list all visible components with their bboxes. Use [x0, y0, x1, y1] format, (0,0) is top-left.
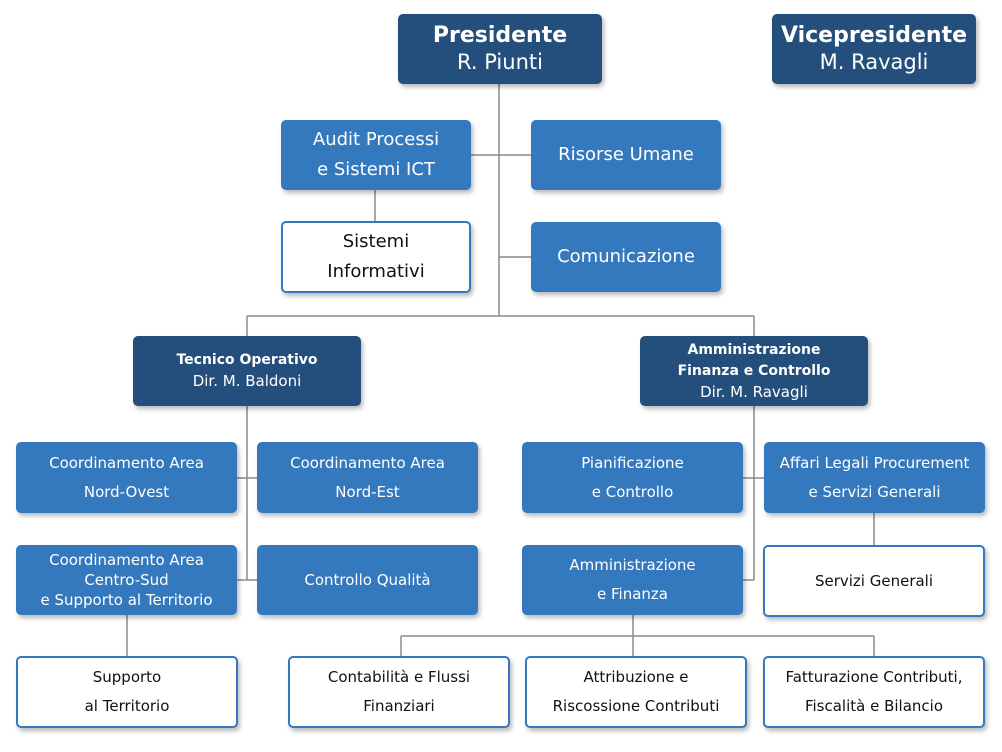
attribuzione-line2: Riscossione Contributi — [552, 697, 720, 715]
servizi-generali-box: Servizi Generali — [763, 545, 985, 617]
contabilita-line2: Finanziari — [363, 697, 435, 715]
afc-title-line1: Amministrazione — [687, 341, 821, 358]
pianificazione-box: Pianificazione e Controllo — [522, 442, 743, 513]
contabilita-line1: Contabilità e Flussi — [327, 668, 471, 686]
vicepresidente-box: Vicepresidente M. Ravagli — [772, 14, 976, 84]
centro-sud-box: Coordinamento Area Centro-Sud e Supporto… — [16, 545, 237, 615]
vicepresidente-name: M. Ravagli — [819, 50, 929, 74]
pianificazione-line2: e Controllo — [591, 482, 674, 501]
fatturazione-box: Fatturazione Contributi, Fiscalità e Bil… — [763, 656, 985, 728]
audit-line1: Audit Processi — [312, 129, 440, 150]
fatturazione-line1: Fatturazione Contributi, — [785, 668, 963, 686]
attribuzione-box: Attribuzione e Riscossione Contributi — [525, 656, 747, 728]
supporto-territorio-box: Supporto al Territorio — [16, 656, 238, 728]
nord-est-line1: Coordinamento Area — [290, 453, 445, 472]
risorse-umane-label: Risorse Umane — [558, 144, 694, 165]
afc-director: Dir. M. Ravagli — [700, 382, 808, 401]
audit-line2: e Sistemi ICT — [317, 159, 435, 180]
affari-legali-line2: e Servizi Generali — [808, 482, 941, 501]
affari-legali-line1: Affari Legali Procurement — [779, 453, 970, 472]
audit-box: Audit Processi e Sistemi ICT — [281, 120, 471, 190]
presidente-name: R. Piunti — [457, 50, 543, 74]
sistemi-informativi-line2: Informativi — [327, 261, 425, 282]
nord-est-line2: Nord-Est — [335, 482, 400, 501]
amministrazione-line2: e Finanza — [597, 585, 668, 603]
vicepresidente-title: Vicepresidente — [780, 23, 968, 48]
controllo-qualita-label: Controllo Qualità — [304, 570, 431, 589]
contabilita-box: Contabilità e Flussi Finanziari — [288, 656, 510, 728]
supporto-line2: al Territorio — [84, 697, 170, 715]
afc-title-line2: Finanza e Controllo — [677, 362, 831, 379]
nord-ovest-line1: Coordinamento Area — [49, 453, 204, 472]
servizi-generali-label: Servizi Generali — [814, 571, 934, 590]
supporto-line1: Supporto — [92, 668, 162, 686]
afc-box: Amministrazione Finanza e Controllo Dir.… — [640, 336, 868, 406]
amministrazione-finanza-box: Amministrazione e Finanza — [522, 545, 743, 615]
presidente-box: Presidente R. Piunti — [398, 14, 602, 84]
pianificazione-line1: Pianificazione — [581, 453, 684, 472]
comunicazione-label: Comunicazione — [557, 246, 695, 267]
fatturazione-line2: Fiscalità e Bilancio — [804, 697, 944, 715]
tecnico-operativo-title: Tecnico Operativo — [176, 352, 318, 368]
affari-legali-box: Affari Legali Procurement e Servizi Gene… — [764, 442, 985, 513]
attribuzione-line1: Attribuzione e — [583, 668, 689, 686]
risorse-umane-box: Risorse Umane — [531, 120, 721, 190]
centro-sud-line2: Centro-Sud — [84, 571, 169, 589]
centro-sud-line1: Coordinamento Area — [49, 551, 204, 569]
sistemi-informativi-line1: Sistemi — [342, 231, 410, 252]
nord-est-box: Coordinamento Area Nord-Est — [257, 442, 478, 513]
nord-ovest-line2: Nord-Ovest — [83, 482, 170, 501]
tecnico-operativo-box: Tecnico Operativo Dir. M. Baldoni — [133, 336, 361, 406]
controllo-qualita-box: Controllo Qualità — [257, 545, 478, 615]
tecnico-operativo-director: Dir. M. Baldoni — [192, 372, 302, 390]
comunicazione-box: Comunicazione — [531, 222, 721, 292]
presidente-title: Presidente — [432, 23, 568, 48]
sistemi-informativi-box: Sistemi Informativi — [281, 221, 471, 293]
nord-ovest-box: Coordinamento Area Nord-Ovest — [16, 442, 237, 513]
amministrazione-line1: Amministrazione — [569, 556, 696, 574]
centro-sud-line3: e Supporto al Territorio — [40, 591, 213, 609]
